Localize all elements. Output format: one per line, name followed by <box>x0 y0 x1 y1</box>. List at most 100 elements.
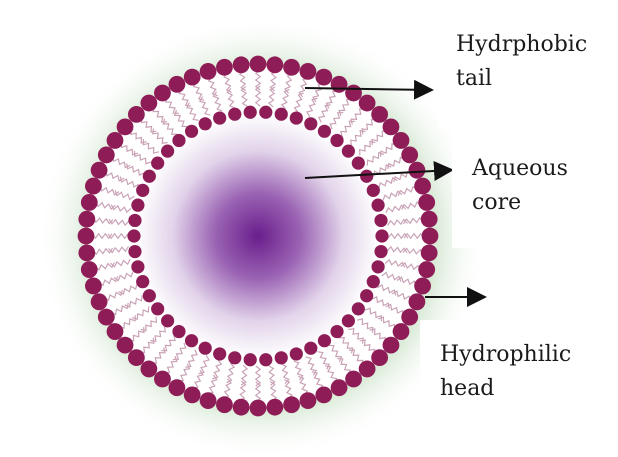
outer-head-bead <box>401 147 418 164</box>
outer-head-bead <box>78 228 95 245</box>
label-hydrophobic-tail-line2: tail <box>456 62 618 96</box>
inner-head-bead <box>259 106 272 119</box>
outer-head-bead <box>345 371 362 388</box>
outer-head-bead <box>331 379 348 396</box>
label-aqueous-core-line2: core <box>472 186 618 220</box>
outer-head-bead <box>250 56 267 73</box>
inner-head-bead <box>290 111 303 124</box>
inner-head-bead <box>375 229 388 242</box>
outer-head-bead <box>383 118 400 135</box>
inner-head-bead <box>275 108 288 121</box>
outer-head-bead <box>414 178 431 195</box>
outer-head-bead <box>331 76 348 93</box>
inner-head-bead <box>199 342 212 355</box>
outer-head-bead <box>393 132 410 149</box>
outer-head-bead <box>107 323 124 340</box>
inner-head-bead <box>128 214 141 227</box>
inner-head-bead <box>304 342 317 355</box>
outer-head-bead <box>371 349 388 366</box>
outer-head-bead <box>300 392 317 409</box>
outer-head-bead <box>85 178 102 195</box>
outer-head-bead <box>409 293 426 310</box>
inner-head-bead <box>185 334 198 347</box>
inner-head-bead <box>161 145 174 158</box>
outer-head-bead <box>128 106 145 123</box>
outer-head-bead <box>233 399 250 416</box>
outer-head-bead <box>414 278 431 295</box>
outer-head-bead <box>128 349 145 366</box>
inner-head-bead <box>172 325 185 338</box>
outer-head-bead <box>421 211 438 228</box>
inner-head-bead <box>161 314 174 327</box>
outer-head-bead <box>233 56 250 73</box>
outer-head-bead <box>283 59 300 76</box>
outer-head-bead <box>315 69 332 86</box>
outer-head-bead <box>98 147 115 164</box>
inner-head-bead <box>330 325 343 338</box>
inner-head-bead <box>360 289 373 302</box>
outer-head-bead <box>140 95 157 112</box>
outer-head-bead <box>98 309 115 326</box>
inner-head-bead <box>352 157 365 170</box>
outer-head-bead <box>140 361 157 378</box>
outer-head-bead <box>169 379 186 396</box>
label-aqueous-core: Aqueous core <box>452 138 618 248</box>
outer-head-bead <box>300 63 317 80</box>
inner-head-bead <box>199 117 212 130</box>
inner-head-bead <box>275 351 288 364</box>
inner-head-bead <box>290 347 303 360</box>
outer-head-bead <box>421 244 438 261</box>
inner-head-bead <box>151 302 164 315</box>
inner-head-bead <box>367 184 380 197</box>
outer-head-bead <box>78 211 95 228</box>
inner-head-bead <box>352 302 365 315</box>
outer-head-bead <box>418 261 435 278</box>
outer-head-bead <box>200 392 217 409</box>
inner-head-bead <box>374 245 387 258</box>
inner-head-bead <box>304 117 317 130</box>
inner-head-bead <box>244 353 257 366</box>
inner-head-bead <box>342 145 355 158</box>
outer-head-bead <box>401 309 418 326</box>
label-hydrophobic-tail-line1: Hydrphobic <box>456 28 618 62</box>
outer-head-bead <box>315 387 332 404</box>
inner-head-bead <box>128 245 141 258</box>
inner-head-bead <box>360 170 373 183</box>
inner-head-bead <box>172 134 185 147</box>
outer-head-bead <box>250 400 267 417</box>
label-aqueous-core-line1: Aqueous <box>472 152 618 186</box>
outer-head-bead <box>383 337 400 354</box>
inner-head-bead <box>213 111 226 124</box>
inner-head-bead <box>342 314 355 327</box>
inner-head-bead <box>213 347 226 360</box>
outer-head-bead <box>200 63 217 80</box>
inner-head-bead <box>131 199 144 212</box>
outer-head-bead <box>345 85 362 102</box>
outer-head-bead <box>216 59 233 76</box>
outer-head-bead <box>266 56 283 73</box>
outer-head-bead <box>91 293 108 310</box>
outer-head-bead <box>154 85 171 102</box>
outer-head-bead <box>117 337 134 354</box>
inner-head-bead <box>372 199 385 212</box>
inner-head-bead <box>127 229 140 242</box>
outer-head-bead <box>371 106 388 123</box>
outer-head-bead <box>81 194 98 211</box>
inner-head-bead <box>143 170 156 183</box>
outer-head-bead <box>359 95 376 112</box>
inner-head-bead <box>372 260 385 273</box>
outer-head-bead <box>154 371 171 388</box>
inner-head-bead <box>318 334 331 347</box>
inner-head-bead <box>374 214 387 227</box>
outer-head-bead <box>169 76 186 93</box>
outer-head-bead <box>81 261 98 278</box>
inner-head-bead <box>330 134 343 147</box>
outer-head-bead <box>78 244 95 261</box>
inner-head-bead <box>259 353 272 366</box>
label-hydrophilic-head-line1: Hydrophilic <box>440 338 618 372</box>
outer-head-bead <box>85 278 102 295</box>
outer-head-bead <box>216 396 233 413</box>
outer-head-bead <box>266 399 283 416</box>
outer-head-bead <box>184 69 201 86</box>
